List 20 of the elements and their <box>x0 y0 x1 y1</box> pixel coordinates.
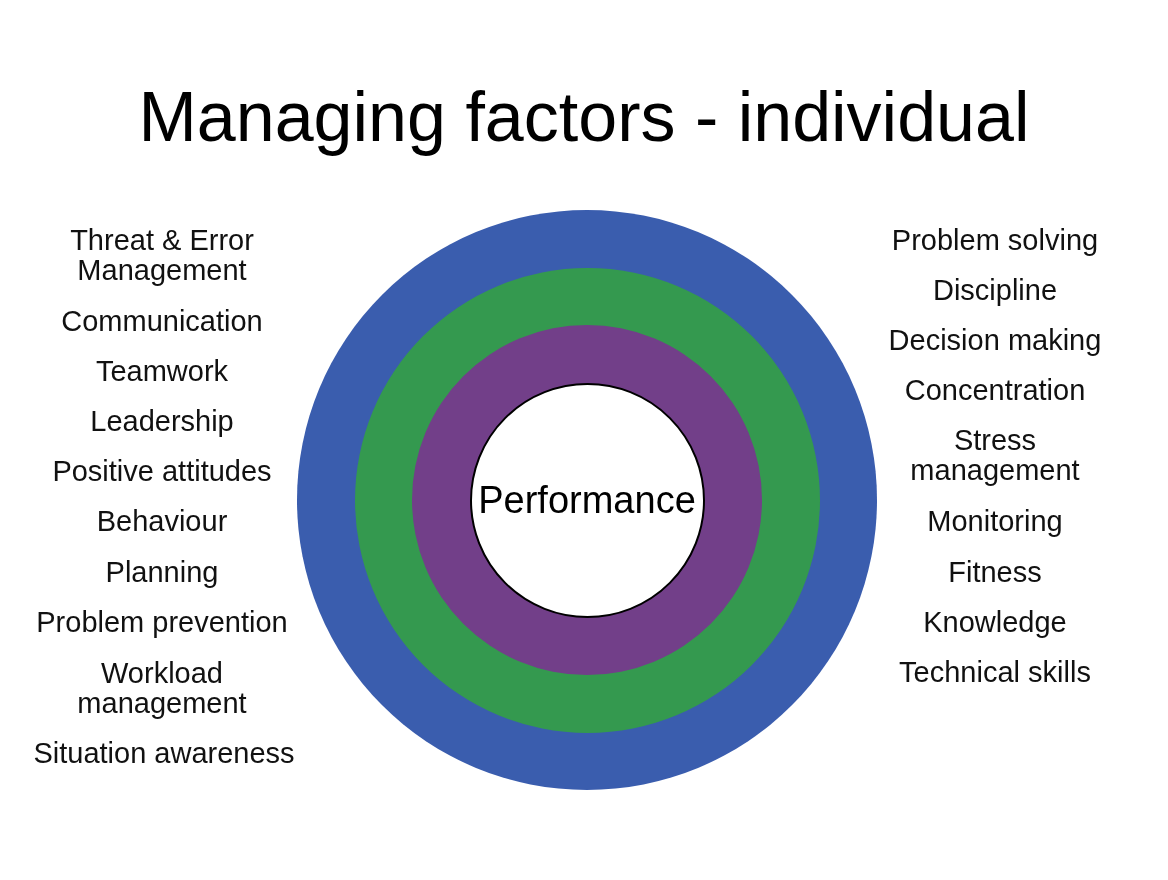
factor-label: Technical skills <box>898 656 1092 688</box>
factor-label: Problem prevention <box>35 606 289 638</box>
factor-label: Positive attitudes <box>51 455 273 487</box>
factor-label: Discipline <box>931 274 1059 306</box>
factor-label: Leadership <box>89 405 235 437</box>
factor-label: Stress management <box>909 424 1081 486</box>
factor-label: Concentration <box>903 374 1087 406</box>
factor-label: Knowledge <box>922 606 1068 638</box>
center-label: Performance <box>478 478 696 522</box>
factor-label: Workload management <box>76 657 248 719</box>
factor-label: Problem solving <box>890 224 1100 256</box>
factor-label: Decision making <box>887 324 1103 356</box>
factor-label: Teamwork <box>94 355 230 387</box>
factor-label: Behaviour <box>95 505 229 537</box>
factor-label: Fitness <box>947 556 1043 588</box>
factor-label: Monitoring <box>926 505 1064 537</box>
factor-label: Situation awareness <box>32 737 296 769</box>
factor-label: Planning <box>104 556 220 588</box>
factor-label: Threat & Error Management <box>69 224 255 286</box>
factor-label: Communication <box>60 305 264 337</box>
